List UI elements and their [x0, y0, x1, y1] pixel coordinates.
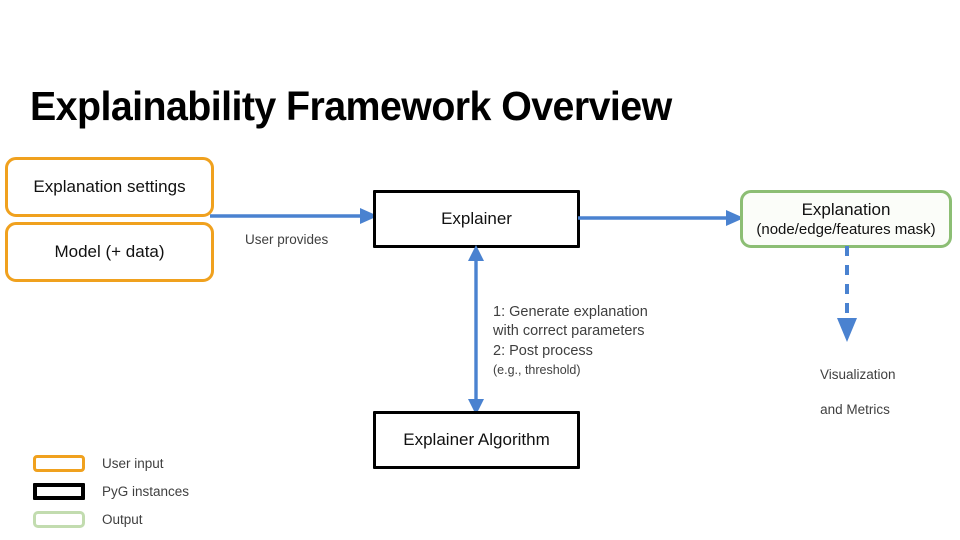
legend-label-pyg-instances: PyG instances — [102, 483, 190, 499]
user-input-swatch — [33, 454, 85, 472]
visualization-line-1: Visualization — [820, 366, 896, 382]
node-explainer[interactable]: Explainer — [373, 190, 580, 248]
node-explanation-sublabel: (node/edge/features mask) — [756, 221, 936, 238]
arrow-explainer-to-explainer-algorithm — [468, 245, 484, 415]
step-2-sublabel: (e.g., threshold) — [493, 362, 581, 377]
output-swatch — [33, 510, 85, 528]
arrow-explainer-to-explanation — [578, 210, 744, 226]
edge-label-user-provides: User provides — [245, 232, 329, 247]
node-explanation-settings-label: Explanation settings — [33, 177, 186, 196]
legend-item-user-input: User input — [33, 449, 293, 477]
node-explainer-algorithm[interactable]: Explainer Algorithm — [373, 411, 580, 469]
step-2-label: 2: Post process — [493, 342, 593, 359]
step-1-continuation-label: with correct parameters — [493, 323, 645, 340]
visualization-line-2: and Metrics — [820, 402, 890, 418]
edge-label-explainer-algorithm-steps: 1: Generate explanation with correct par… — [493, 303, 648, 378]
node-explanation[interactable]: Explanation (node/edge/features mask) — [740, 190, 952, 248]
node-model-data[interactable]: Model (+ data) — [5, 222, 214, 282]
legend-label-output: Output — [102, 511, 143, 527]
step-1-label: 1: Generate explanation — [493, 304, 648, 320]
node-explanation-label: Explanation — [801, 200, 891, 219]
page-title: Explainability Framework Overview — [30, 83, 672, 129]
node-explainer-label: Explainer — [441, 209, 512, 228]
arrow-explanation-to-visualization — [837, 246, 857, 342]
legend-item-output: Output — [33, 505, 293, 533]
legend: User input PyG instances Output — [33, 449, 293, 533]
legend-label-user-input: User input — [102, 455, 164, 471]
label-visualization-and-metrics: Visualization and Metrics — [805, 348, 896, 437]
node-model-data-label: Model (+ data) — [54, 242, 165, 261]
legend-item-pyg-instances: PyG instances — [33, 477, 293, 505]
node-explainer-algorithm-label: Explainer Algorithm — [403, 430, 550, 449]
pyg-instances-swatch — [33, 482, 85, 500]
node-explanation-settings[interactable]: Explanation settings — [5, 157, 214, 217]
arrow-user-input-to-explainer — [210, 208, 378, 224]
